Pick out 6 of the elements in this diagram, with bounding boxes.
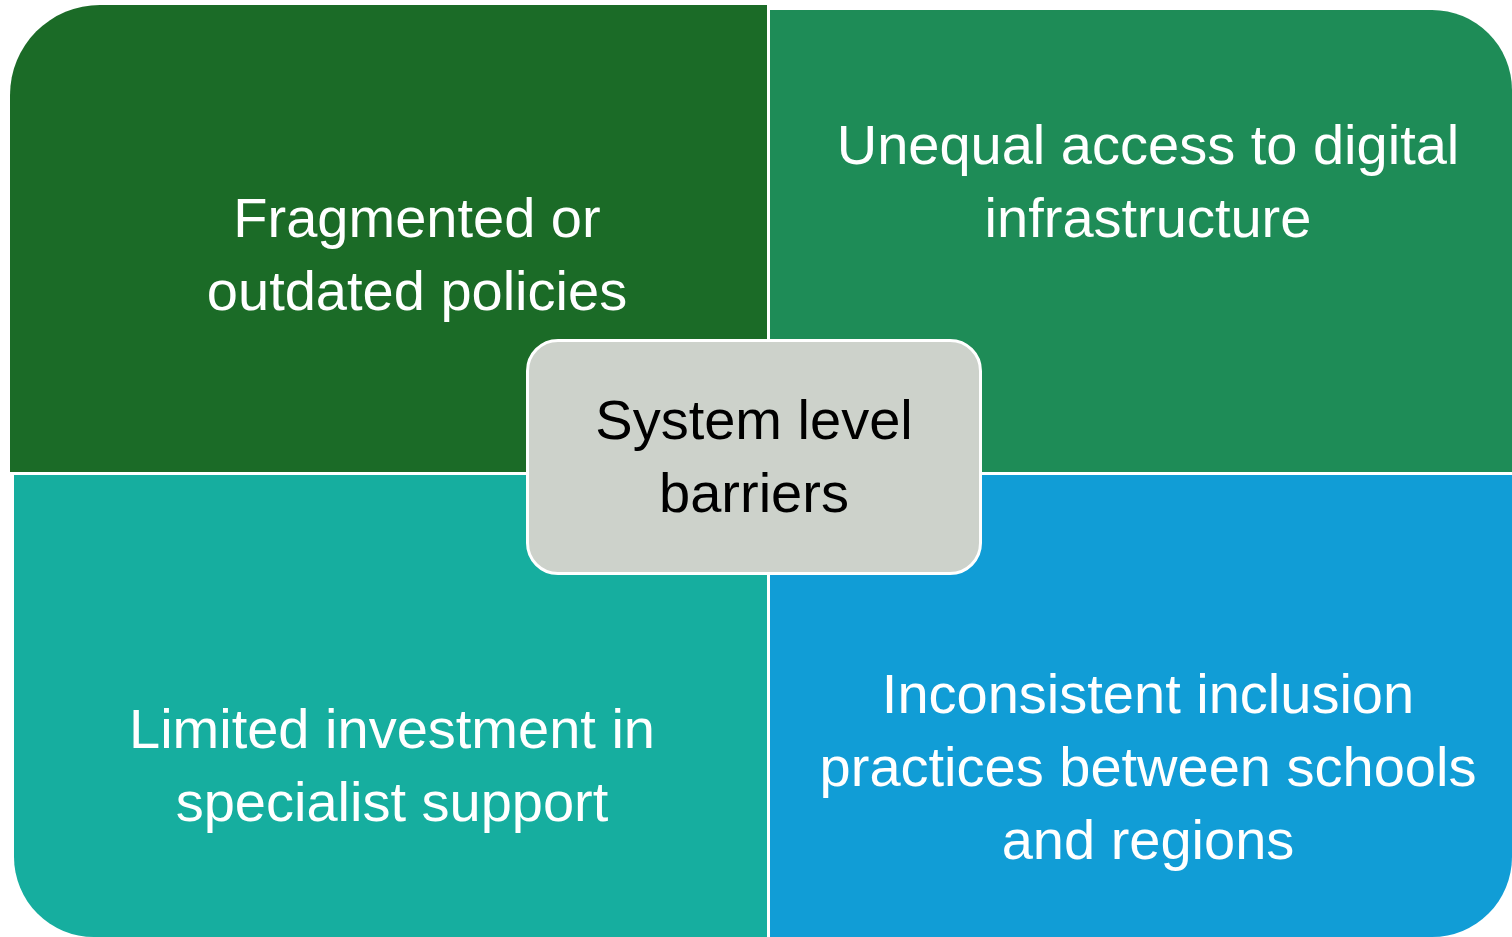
center-box [526, 339, 982, 575]
node-text: Inconsistent inclusion practices between schools and regions [818, 660, 1478, 873]
node-text: Unequal access to digital infrastructure [835, 112, 1461, 251]
node-text: System level barriers [594, 387, 914, 526]
node-text: Limited investment in specialist support [128, 696, 656, 835]
node-text: Fragmented or outdated policies [205, 185, 629, 324]
